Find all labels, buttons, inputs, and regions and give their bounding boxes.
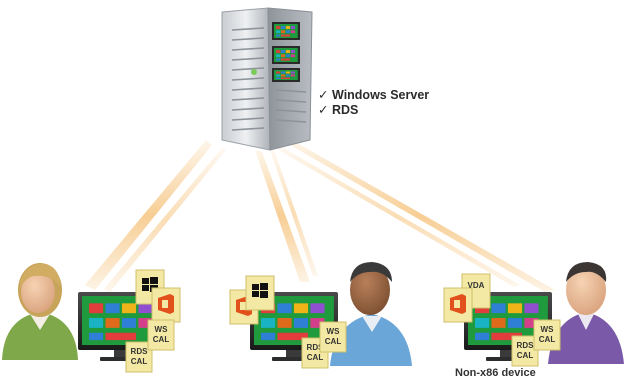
checkmark-icon: ✓ <box>318 103 329 117</box>
license-text: CAL <box>325 337 342 346</box>
beam-to-client-2b <box>270 150 318 276</box>
beam-to-client-3 <box>285 140 555 292</box>
person-avatar-purple <box>548 262 624 364</box>
document-sheet <box>533 319 561 351</box>
office-icon <box>158 294 174 314</box>
person-avatar-blue <box>330 262 412 366</box>
office-icon <box>450 294 466 314</box>
beam-to-client-3b <box>275 146 520 287</box>
license-text: CAL <box>307 353 324 362</box>
beam-to-client-1b <box>104 148 226 292</box>
feature-label: Windows Server <box>332 88 430 102</box>
license-text: RDS <box>131 347 149 356</box>
person-avatar-green <box>2 263 78 360</box>
license-text: CAL <box>539 335 556 344</box>
vda-label: VDA <box>468 281 485 290</box>
license-text: WS <box>541 325 555 334</box>
client-2 <box>229 262 412 366</box>
license-text: CAL <box>153 335 170 344</box>
license-text: WS <box>155 325 169 334</box>
windows-logo-badge <box>135 269 165 305</box>
server-tower <box>221 7 313 151</box>
feature-label: RDS <box>332 103 359 117</box>
client-1 <box>2 263 181 361</box>
license-text: WS <box>327 327 341 336</box>
license-text: CAL <box>131 357 148 366</box>
beam-to-client-2 <box>255 150 310 282</box>
device-caption: Non-x86 device <box>455 367 536 379</box>
windows-icon <box>252 283 268 298</box>
feature-item-rds: ✓RDS <box>318 103 429 118</box>
license-text: RDS <box>307 343 325 352</box>
document-sheet <box>147 319 175 351</box>
feature-item-windows-server: ✓Windows Server <box>318 88 429 103</box>
checkmark-icon: ✓ <box>318 88 329 102</box>
office-logo-badge <box>151 287 181 323</box>
beam-to-client-1 <box>85 140 212 290</box>
server-feature-list: ✓Windows Server ✓RDS <box>318 88 429 118</box>
license-text: RDS <box>517 341 535 350</box>
document-sheet <box>301 337 329 369</box>
power-led-icon <box>251 69 257 75</box>
office-logo-badge <box>443 287 473 323</box>
connection-beams <box>85 140 555 292</box>
license-text: CAL <box>517 351 534 360</box>
document-sheet <box>319 321 347 353</box>
windows-logo-badge <box>245 275 275 311</box>
